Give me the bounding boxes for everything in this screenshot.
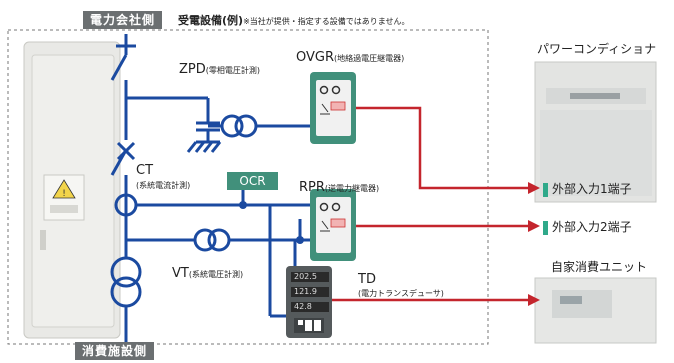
pcs-title: パワーコンディショナ	[537, 42, 657, 56]
vt-desc: (系統電圧計測)	[188, 270, 244, 279]
svg-text:!: !	[62, 189, 66, 199]
ovgr-relay-graphic	[310, 72, 356, 144]
external-input-2-label: 外部入力2端子	[552, 220, 632, 234]
signal-lines	[332, 106, 530, 302]
header-title-text: 受電設備(例)	[178, 14, 244, 27]
td-name: TD	[358, 272, 376, 287]
signal-arrowheads	[528, 182, 540, 306]
main-bus-line	[110, 34, 318, 343]
switchgear-cabinet: !	[23, 41, 121, 339]
warning-icon	[52, 179, 76, 199]
ovgr-name: OVGR	[296, 50, 335, 65]
vt-label: VT(系統電圧計測)	[172, 262, 243, 281]
external-input-2: 外部入力2端子	[543, 218, 632, 235]
zpd-desc: (零相電圧計測)	[205, 66, 261, 75]
ovgr-desc: (地絡過電圧継電器)	[334, 54, 405, 63]
power-conditioner-image	[534, 61, 657, 203]
terminal-marker	[543, 220, 548, 235]
zpd-name: ZPD	[179, 62, 206, 77]
td-reading-1: 202.5	[291, 272, 329, 282]
rpr-desc: (逆電力継電器)	[324, 184, 380, 193]
vt-junction	[296, 236, 304, 244]
ct-desc: (系統電流計測)	[136, 181, 191, 190]
consumer-side-label: 消費施設側	[75, 342, 155, 360]
external-input-1: 外部入力1端子	[543, 180, 632, 197]
header-title: 受電設備(例)※当社が提供・指定する設備ではありません。	[178, 12, 410, 28]
td-reading-3: 42.8	[291, 302, 329, 312]
zpd-label: ZPD(零相電圧計測)	[179, 58, 260, 77]
self-consumption-unit-image	[534, 277, 657, 344]
external-input-1-label: 外部入力1端子	[552, 182, 632, 196]
ovgr-label: OVGR(地絡過電圧継電器)	[296, 46, 404, 65]
terminal-marker	[543, 182, 548, 197]
self-consumption-unit-title: 自家消費ユニット	[551, 260, 648, 274]
ct-junction	[239, 201, 247, 209]
rpr-label: RPR(逆電力継電器)	[299, 176, 379, 195]
vt-name: VT	[172, 266, 189, 281]
ct-name: CT	[136, 163, 154, 178]
rpr-relay-graphic	[310, 189, 356, 261]
ocr-box: OCR	[227, 172, 278, 190]
td-reading-2: 121.9	[291, 287, 329, 297]
rpr-name: RPR	[299, 180, 325, 195]
header-note: ※当社が提供・指定する設備ではありません。	[243, 17, 410, 26]
utility-side-label: 電力会社側	[83, 11, 163, 29]
td-desc: (電力トランスデューサ)	[358, 289, 444, 298]
